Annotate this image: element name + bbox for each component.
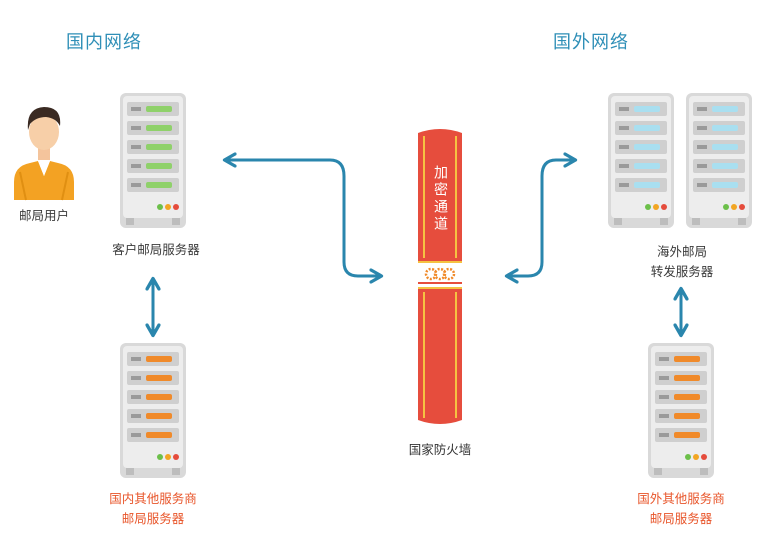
foreign-other-server-label: 国外其他服务商 邮局服务器 xyxy=(616,489,746,529)
user-avatar-icon xyxy=(14,107,74,201)
encrypted-tunnel-label: 加密通道 xyxy=(432,165,448,233)
domestic-other-server-icon xyxy=(120,343,186,478)
domestic-network-title: 国内网络 xyxy=(66,32,142,53)
foreign-other-label-line2: 邮局服务器 xyxy=(649,511,713,526)
foreign-other-label-line1: 国外其他服务商 xyxy=(637,491,725,506)
foreign-other-server-icon xyxy=(648,343,714,478)
foreign-network-title: 国外网络 xyxy=(553,32,629,53)
overseas-relay-label-line1: 海外邮局 xyxy=(656,244,707,259)
national-firewall-label: 国家防火墙 xyxy=(408,442,472,457)
overseas-relay-server-label: 海外邮局 转发服务器 xyxy=(622,242,742,282)
client-mail-server-label: 客户邮局服务器 xyxy=(112,242,200,257)
client-mail-server-icon xyxy=(120,93,186,228)
client-to-firewall-arrow xyxy=(226,160,380,276)
mail-user-label: 邮局用户 xyxy=(18,208,69,223)
firewall-icon xyxy=(418,129,462,424)
overseas-relay-server-icon xyxy=(608,93,752,228)
overseas-relay-label-line2: 转发服务器 xyxy=(650,264,714,279)
domestic-other-label-line1: 国内其他服务商 xyxy=(109,491,197,506)
domestic-other-server-label: 国内其他服务商 邮局服务器 xyxy=(88,489,218,529)
gear-icon xyxy=(418,267,462,284)
firewall-to-overseas-arrow xyxy=(508,160,574,276)
domestic-other-label-line2: 邮局服务器 xyxy=(121,511,185,526)
